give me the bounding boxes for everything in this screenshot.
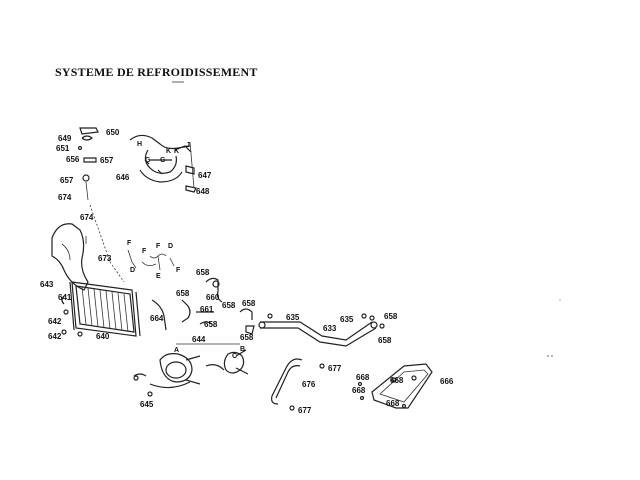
part-label: 648 [196, 187, 210, 196]
connection-letter: K [174, 148, 179, 155]
part-label: 646 [116, 173, 130, 182]
long-pipe-drawing [258, 313, 378, 347]
connection-letter: F [142, 248, 147, 255]
connection-letter: E [156, 273, 161, 280]
part-label: 676 [302, 380, 316, 389]
upper-hoses-drawing [151, 277, 255, 335]
water-pump-drawing [129, 134, 197, 193]
part-label: 668 [356, 373, 370, 382]
connection-letter: F [156, 243, 161, 250]
part-label: 657 [60, 176, 74, 185]
connection-letter: F [176, 267, 181, 274]
part-label: 642 [48, 317, 62, 326]
part-label: 674 [80, 213, 94, 222]
part-label: 658 [242, 299, 256, 308]
connection-letter: D [130, 267, 135, 274]
connection-letter: C [232, 353, 237, 360]
hose-connector-cluster-drawing [127, 249, 175, 271]
part-label: 677 [328, 364, 342, 373]
part-label: 635 [286, 313, 300, 322]
part-label: 641 [58, 293, 72, 302]
part-label: 658 [222, 301, 236, 310]
part-label: 664 [150, 314, 164, 323]
radiator-drawing [61, 281, 141, 337]
right-fittings-drawing [369, 315, 385, 329]
part-label: 666 [440, 377, 454, 386]
part-label: 668 [386, 399, 400, 408]
fan-shroud-drawing [51, 223, 89, 291]
connection-letter: A [174, 347, 179, 354]
scan-specks [547, 299, 561, 357]
leader-line-left [89, 204, 125, 283]
part-label: 673 [98, 254, 112, 263]
connection-letter: G [160, 157, 166, 164]
part-label: 658 [196, 268, 210, 277]
connection-letter-callouts: H K K J G G F F F F D D E A B C [127, 141, 245, 360]
part-label: 658 [204, 320, 218, 329]
part-label: 661 [200, 305, 214, 314]
connection-letter: J [186, 142, 190, 149]
part-label: 660 [206, 293, 220, 302]
connection-letter: D [168, 243, 173, 250]
part-label: 642 [48, 332, 62, 341]
part-label: 658 [176, 289, 190, 298]
page-title: SYSTEME DE REFROIDISSEMENT [55, 65, 258, 79]
part-label: 633 [323, 324, 337, 333]
part-label: 658 [240, 333, 254, 342]
lower-hose-drawing [271, 358, 325, 411]
part-label: 668 [352, 386, 366, 395]
fan-motor-drawing [133, 343, 249, 397]
part-label: 647 [198, 171, 212, 180]
part-label: 674 [58, 193, 72, 202]
part-label: 644 [192, 335, 206, 344]
part-label: 643 [40, 280, 54, 289]
part-number-callouts: 650 649 651 656 657 657 646 647 648 674 … [40, 128, 454, 415]
connection-letter: F [127, 240, 132, 247]
part-label: 650 [106, 128, 120, 137]
connection-letter: K [166, 148, 171, 155]
part-label: 658 [384, 312, 398, 321]
bracket-drawing [357, 363, 433, 409]
part-label: 649 [58, 134, 72, 143]
connection-letter: G [145, 157, 151, 164]
part-label: 677 [298, 406, 312, 415]
part-label: 645 [140, 400, 154, 409]
part-label: 658 [378, 336, 392, 345]
part-label: 635 [340, 315, 354, 324]
part-label: 668 [390, 376, 404, 385]
part-label: 640 [96, 332, 110, 341]
thermostat-cluster-drawing [77, 127, 99, 201]
part-label: 651 [56, 144, 70, 153]
part-label: 657 [100, 156, 114, 165]
part-label: 656 [66, 155, 80, 164]
connection-letter: B [240, 346, 245, 353]
connection-letter: H [137, 141, 142, 148]
